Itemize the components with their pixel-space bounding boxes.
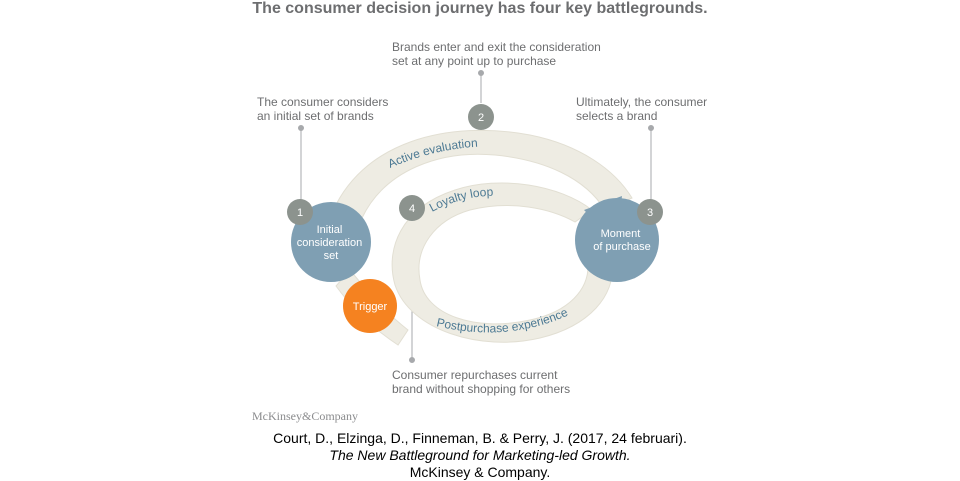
step-marker-4 [399,195,425,221]
annotation-step-2-line-2: set at any point up to purchase [392,54,557,68]
moment-of-purchase-label: Moment of purchase [593,228,650,253]
step-number-2: 2 [478,112,484,124]
trigger-circle [343,279,397,333]
step-number-1: 1 [297,207,303,219]
initial-label-line-1: Initial [317,224,343,236]
annotation-step-3-line-1: Ultimately, the consumer [576,95,708,109]
citation-line-2: The New Battleground for Marketing-led G… [329,447,631,463]
moment-label-line-1: Moment [601,228,641,240]
annotation-step-4-line-2: brand without shopping for others [392,382,571,396]
step-marker-1 [287,199,313,225]
step-number-4: 4 [409,203,415,215]
moment-label-line-2: of purchase [593,241,650,253]
loyalty-loop-band [391,182,613,343]
step-marker-3 [637,199,663,225]
annotation-step-2: Brands enter and exit the consideration … [392,40,601,68]
initial-consideration-label: Initial consideration set [297,224,366,262]
step-number-3: 3 [647,207,653,219]
annotation-step-1-line-1: The consumer considers [257,95,389,109]
citation-line-1: Court, D., Elzinga, D., Finneman, B. & P… [273,430,687,446]
active-evaluation-band [329,129,633,219]
connector-dot-2 [478,70,484,76]
step-marker-2 [468,104,494,130]
annotation-step-4-line-1: Consumer repurchases current [392,368,558,382]
initial-label-line-3: set [324,250,339,262]
citation-line-3: McKinsey & Company. [409,464,551,480]
diagram-title: The consumer decision journey has four k… [252,0,708,17]
connector-dot-1 [298,125,304,131]
initial-consideration-circle [291,202,371,282]
annotation-step-1: The consumer considers an initial set of… [257,95,388,123]
mckinsey-wordmark: McKinsey&Company [252,409,358,423]
annotation-step-1-line-2: an initial set of brands [257,109,374,123]
connector-dot-4 [409,357,415,363]
annotation-step-4: Consumer repurchases current brand witho… [392,368,570,396]
annotation-step-3-line-2: selects a brand [576,109,658,123]
citation: Court, D., Elzinga, D., Finneman, B. & P… [0,430,960,481]
annotation-step-2-line-1: Brands enter and exit the consideration [392,40,601,54]
moment-of-purchase-circle [575,198,659,282]
initial-label-line-2: consideration [297,237,362,249]
annotation-step-3: Ultimately, the consumer selects a brand [576,95,707,123]
connector-dot-3 [648,125,654,131]
trigger-label: Trigger [353,301,388,313]
